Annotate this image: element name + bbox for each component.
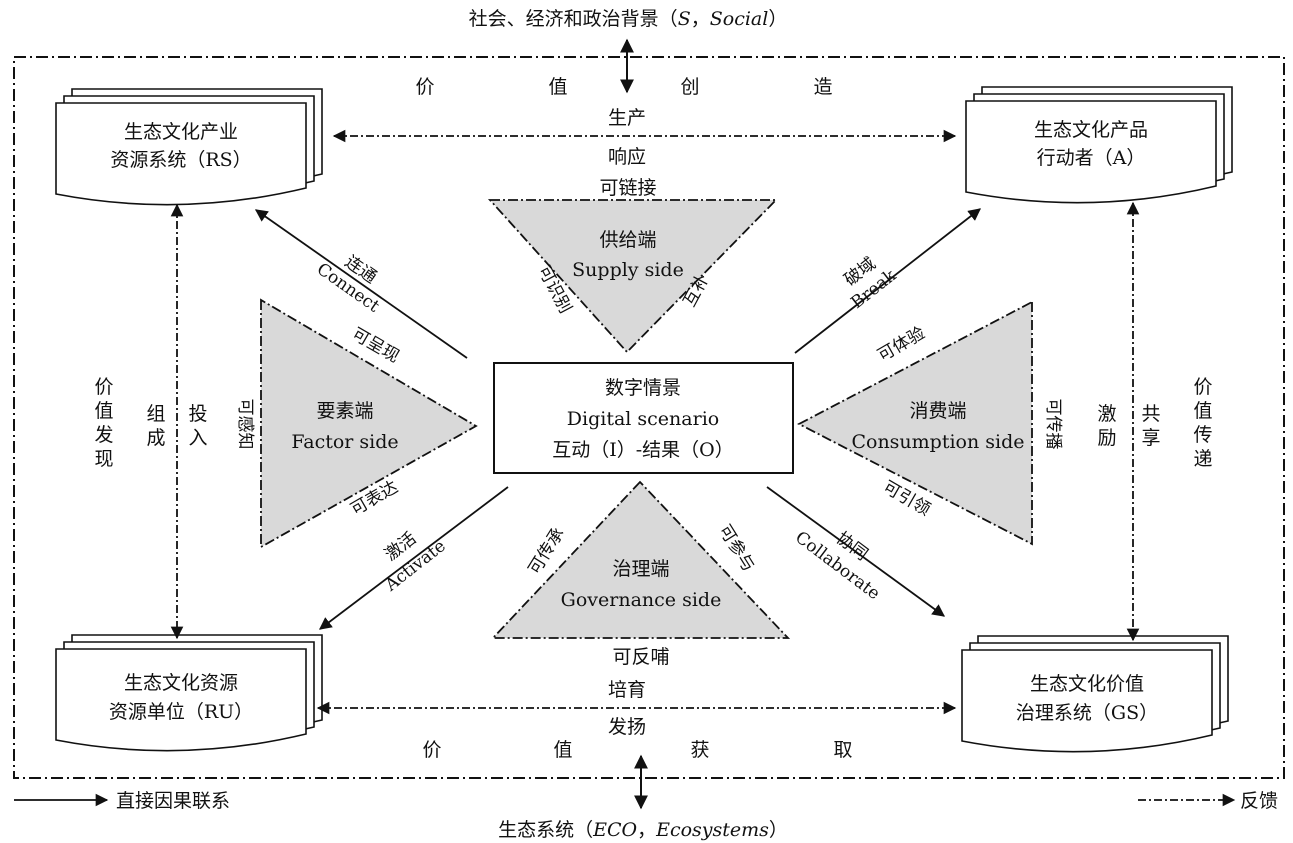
svg-text:价值发现: 价值发现 <box>94 376 113 470</box>
link-connect-arrow <box>254 209 468 359</box>
svg-text:值: 值 <box>553 739 572 761</box>
svg-text:消费端: 消费端 <box>909 400 966 422</box>
link-break-arrow <box>794 208 981 354</box>
svg-text:取: 取 <box>833 739 852 761</box>
link-collaborate-arrow <box>766 486 946 617</box>
svg-text:可参与: 可参与 <box>714 521 758 575</box>
supply-side-triangle: 供给端 Supply side <box>487 199 779 354</box>
svg-text:Digital scenario: Digital scenario <box>567 408 719 430</box>
factor-side-triangle: 要素端 Factor side <box>260 298 478 549</box>
svg-text:生态文化产品: 生态文化产品 <box>1034 119 1148 141</box>
svg-text:可传播: 可传播 <box>1043 399 1063 450</box>
svg-text:创: 创 <box>680 76 699 98</box>
svg-text:共享: 共享 <box>1141 403 1160 449</box>
svg-text:治理系统（GS）: 治理系统（GS） <box>1016 702 1158 724</box>
svg-text:直接因果联系: 直接因果联系 <box>116 790 230 812</box>
link-top-label-respond: 响应 <box>608 146 646 168</box>
svg-text:生态文化价值: 生态文化价值 <box>1030 673 1144 695</box>
system-boundary <box>13 56 1285 779</box>
svg-text:治理端: 治理端 <box>612 558 669 580</box>
link-activate-arrow <box>318 486 509 630</box>
governance-side-triangle: 治理端 Governance side <box>490 480 791 639</box>
svg-text:Supply side: Supply side <box>572 259 684 281</box>
svg-text:激励: 激励 <box>1097 403 1116 449</box>
bottom-context-label: 生态系统（ECO，Ecosystems） <box>498 819 788 841</box>
link-collaborate-label: 协同 Collaborate <box>791 528 883 604</box>
svg-text:价值传递: 价值传递 <box>1193 376 1212 470</box>
svg-text:资源系统（RS）: 资源系统（RS） <box>110 149 251 171</box>
right-share-label: 共享 <box>1141 403 1160 449</box>
right-incent-label: 激励 <box>1097 403 1116 449</box>
svg-text:资源单位（RU）: 资源单位（RU） <box>109 701 253 723</box>
center-digital-scenario: 数字情景 Digital scenario 互动（I）-结果（O） <box>493 362 794 474</box>
svg-text:互动（I）-结果（O）: 互动（I）-结果（O） <box>552 439 734 461</box>
svg-text:Factor side: Factor side <box>291 431 398 453</box>
attr-perceivable: 可感知 <box>235 399 255 450</box>
value-creation-label: 价 值 创 造 <box>415 76 832 98</box>
attr-participable: 可参与 <box>714 521 758 575</box>
svg-text:供给端: 供给端 <box>599 229 656 251</box>
svg-text:可感知: 可感知 <box>235 399 255 450</box>
svg-text:组成: 组成 <box>146 403 165 449</box>
consumption-side-triangle: 消费端 Consumption side <box>797 300 1033 546</box>
legend-feedback: 反馈 <box>1138 790 1278 812</box>
value-capture-label: 价 值 获 取 <box>422 739 852 761</box>
svg-text:价: 价 <box>415 76 434 98</box>
node-resource-units: 生态文化资源 资源单位（RU） <box>55 634 323 752</box>
svg-text:生态文化资源: 生态文化资源 <box>124 672 238 694</box>
svg-text:造: 造 <box>813 76 832 98</box>
attr-linkable: 可链接 <box>599 177 656 199</box>
node-actors: 生态文化产品 行动者（A） <box>965 86 1233 204</box>
legend-direct: 直接因果联系 <box>14 790 230 812</box>
attr-spreadable: 可传播 <box>1043 399 1063 450</box>
svg-text:Consumption side: Consumption side <box>851 431 1024 453</box>
node-governance-system: 生态文化价值 治理系统（GS） <box>961 635 1229 753</box>
svg-text:数字情景: 数字情景 <box>605 377 681 399</box>
svg-text:获: 获 <box>690 739 709 761</box>
attr-feedbackable: 可反哺 <box>612 646 669 668</box>
svg-text:可体验: 可体验 <box>874 323 928 366</box>
svg-text:生态文化产业: 生态文化产业 <box>124 121 238 143</box>
link-top-label-produce: 生产 <box>608 107 646 129</box>
link-bottom-label-cultivate: 培育 <box>608 679 646 701</box>
svg-text:Governance side: Governance side <box>561 589 722 611</box>
right-outer-label: 价值传递 <box>1193 376 1212 470</box>
left-compose-label: 组成 <box>146 403 165 449</box>
svg-text:价: 价 <box>422 739 441 761</box>
link-bottom-label-promote: 发扬 <box>608 716 646 738</box>
svg-text:要素端: 要素端 <box>316 400 373 422</box>
svg-text:反馈: 反馈 <box>1240 790 1278 812</box>
attr-experienceable: 可体验 <box>874 323 928 366</box>
node-resource-system: 生态文化产业 资源系统（RS） <box>55 88 323 206</box>
left-outer-label: 价值发现 <box>94 376 113 470</box>
link-break-label: 破域 Break <box>841 254 901 313</box>
svg-text:投入: 投入 <box>188 403 207 449</box>
left-invest-label: 投入 <box>188 403 207 449</box>
svg-text:值: 值 <box>548 76 567 98</box>
top-context-label: 社会、经济和政治背景（S，Social） <box>469 8 788 30</box>
svg-text:行动者（A）: 行动者（A） <box>1037 147 1146 169</box>
